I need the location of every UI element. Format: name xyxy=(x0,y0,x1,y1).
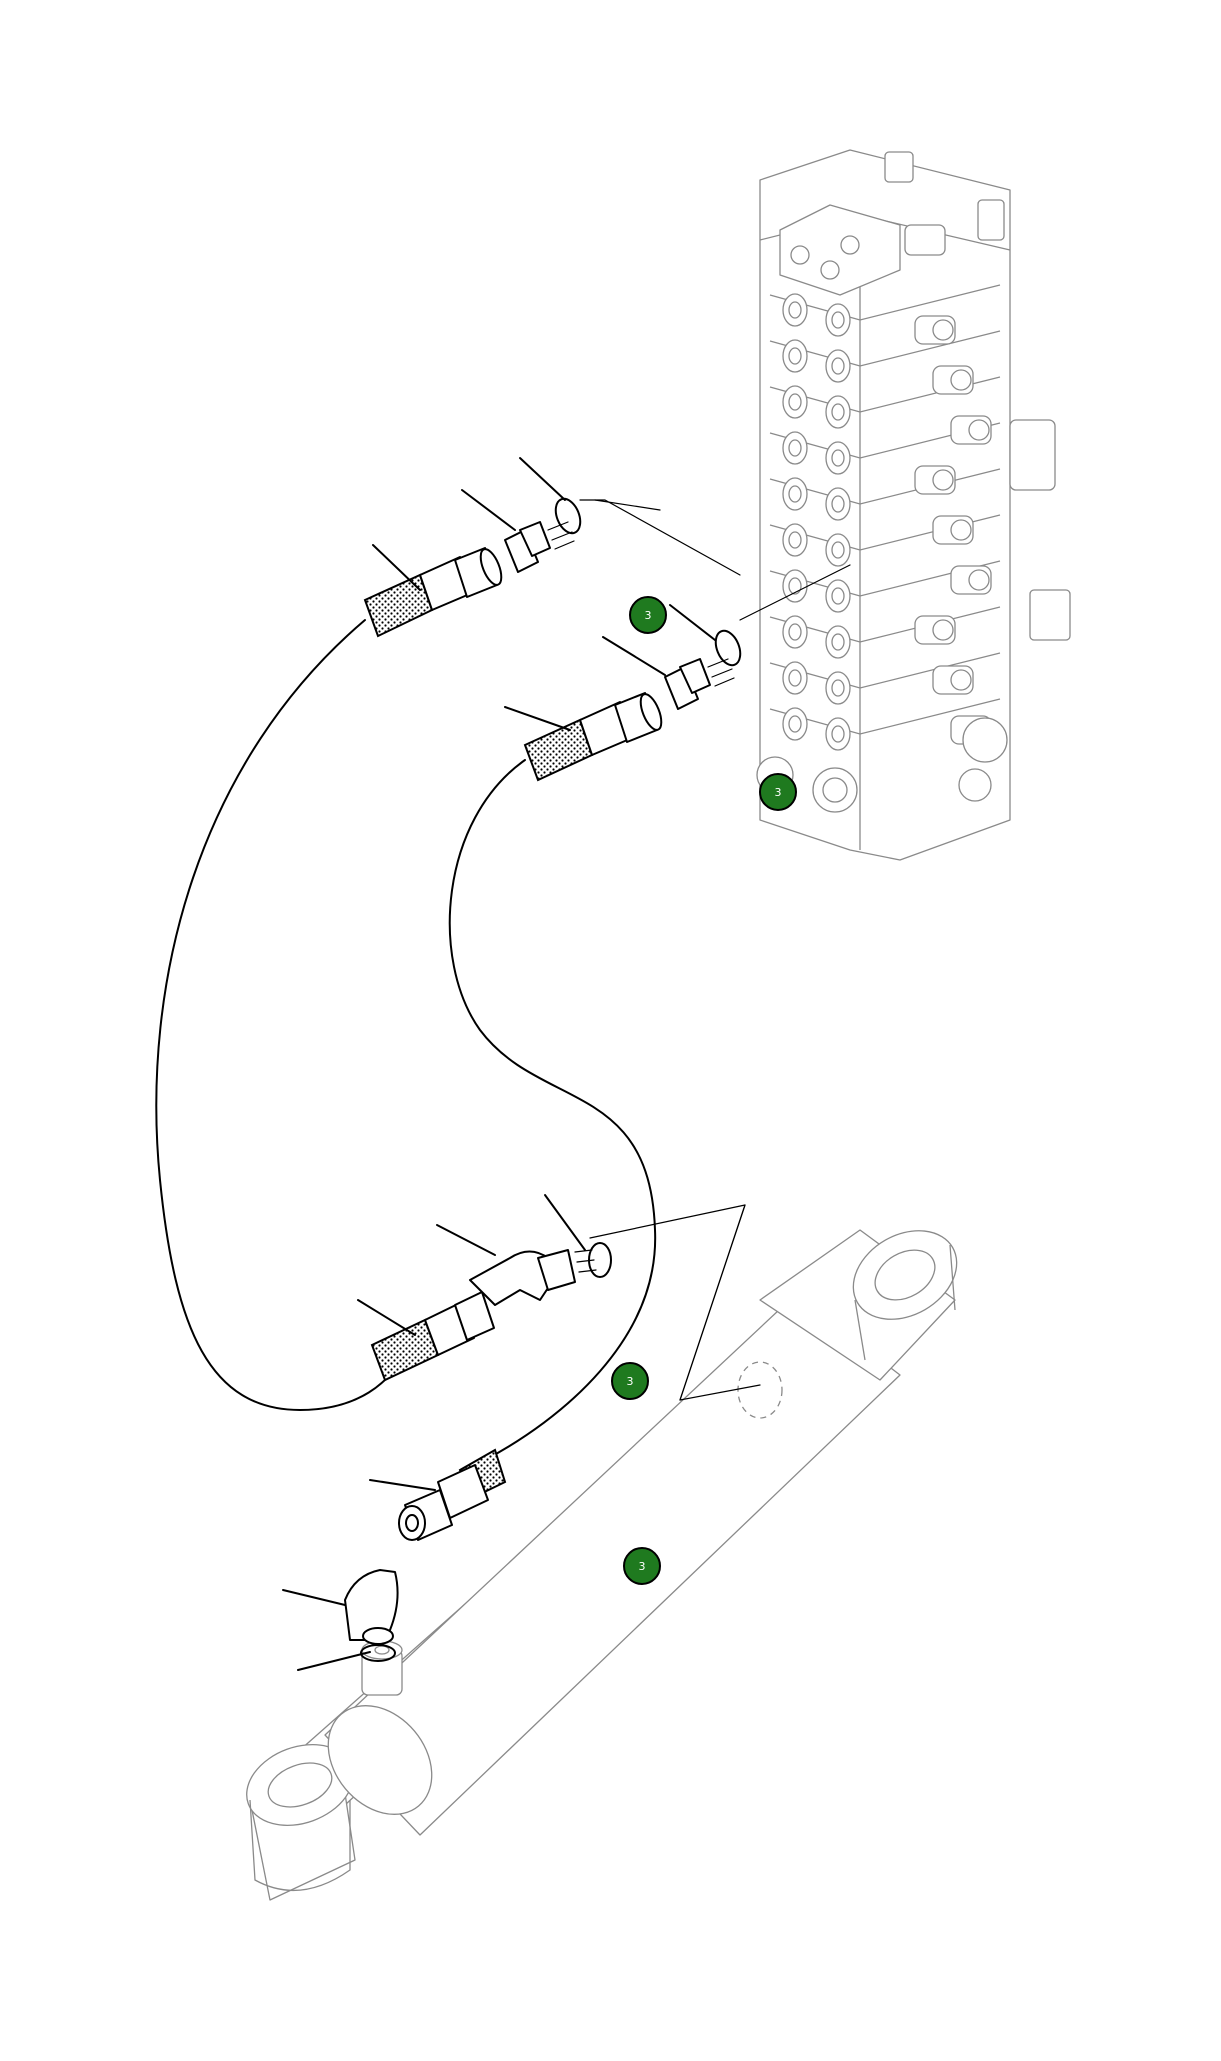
svg-text:3: 3 xyxy=(627,1375,634,1388)
elbow-lower-a xyxy=(469,1249,597,1306)
hose-b xyxy=(448,759,657,1461)
control-valve xyxy=(756,149,1071,861)
leader-line xyxy=(594,499,661,511)
callout-marker[interactable]: 3 xyxy=(759,773,797,811)
hose-fitting-lower-b xyxy=(398,1448,507,1541)
part-leaders xyxy=(282,457,716,1671)
leader-line xyxy=(739,564,851,621)
callout-marker[interactable]: 3 xyxy=(611,1362,649,1400)
callout-marker[interactable]: 3 xyxy=(623,1547,661,1585)
adapter-upper-b xyxy=(664,658,735,710)
adapter-upper-a xyxy=(504,521,575,573)
svg-text:3: 3 xyxy=(645,609,652,622)
hose-fitting-upper-a xyxy=(363,547,503,638)
o-ring-lower-b xyxy=(360,1644,396,1662)
o-ring-upper-a xyxy=(554,497,582,535)
o-ring-upper-b xyxy=(714,629,742,667)
leader-line xyxy=(579,499,741,576)
svg-text:3: 3 xyxy=(639,1560,646,1573)
leader-line xyxy=(679,1204,746,1401)
hydraulic-cylinder xyxy=(246,1229,958,1901)
hose-a xyxy=(155,619,401,1411)
svg-text:3: 3 xyxy=(775,786,782,799)
elbow-lower-b xyxy=(344,1569,399,1645)
callout-marker[interactable]: 3 xyxy=(629,596,667,634)
hose-fitting-upper-b xyxy=(523,692,663,782)
o-ring-lower-a xyxy=(588,1242,612,1278)
hose-fitting-lower-a xyxy=(370,1291,495,1382)
